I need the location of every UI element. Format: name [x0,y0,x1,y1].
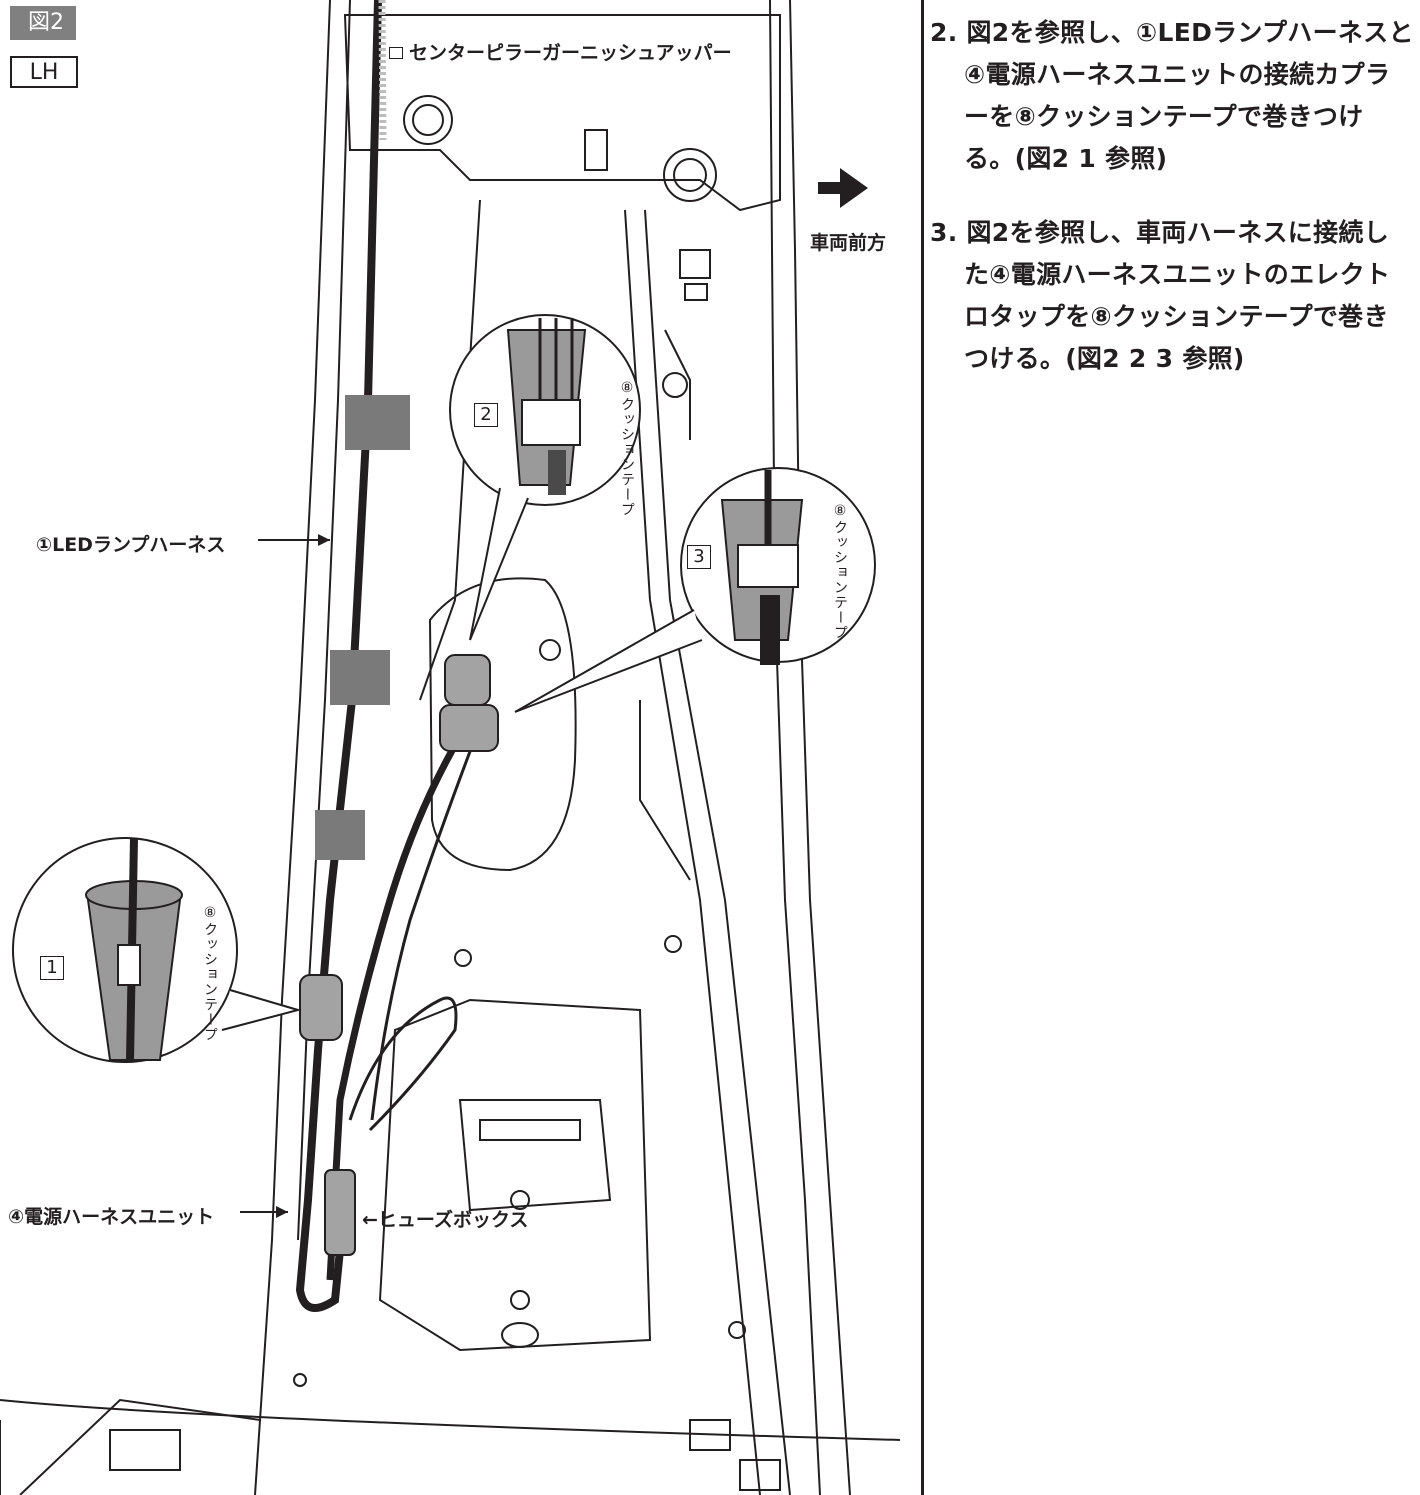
small-clip-icon [389,47,403,59]
garnish-label-text: センターピラーガーニッシュアッパー [409,42,732,64]
garnish-label: センターピラーガーニッシュアッパー [389,38,732,65]
led-harness-label: ①LEDランプハーネス [36,534,226,556]
instruction-step-3: 3. 図2を参照し、車両ハーネスに接続した④電源ハーネスユニットのエレクトロタッ… [930,218,1391,373]
vehicle-front-label: 車両前方 [810,232,887,254]
cushion-tape-label-3: ⑧クッションテープ [832,503,848,640]
cushion-tape-label-2: ⑧クッションテープ [619,380,635,517]
instruction-step-2: 2. 図2を参照し、①LEDランプハーネスと④電源ハーネスユニットの接続カプラー… [930,18,1414,173]
fuse-box-label: ←ヒューズボックス [362,1209,529,1231]
instruction-list: 2. 図2を参照し、①LEDランプハーネスと④電源ハーネスユニットの接続カプラー… [930,12,1414,412]
figure-number-tag: 図2 [10,6,76,40]
detail-number-3: 3 [687,545,711,569]
detail-number-1: 1 [40,956,64,980]
column-divider [921,0,924,1495]
side-tag: LH [10,56,78,88]
cushion-tape-label-1: ⑧クッションテープ [202,905,218,1042]
power-harness-label: ④電源ハーネスユニット [8,1206,215,1228]
detail-number-2: 2 [474,403,498,427]
